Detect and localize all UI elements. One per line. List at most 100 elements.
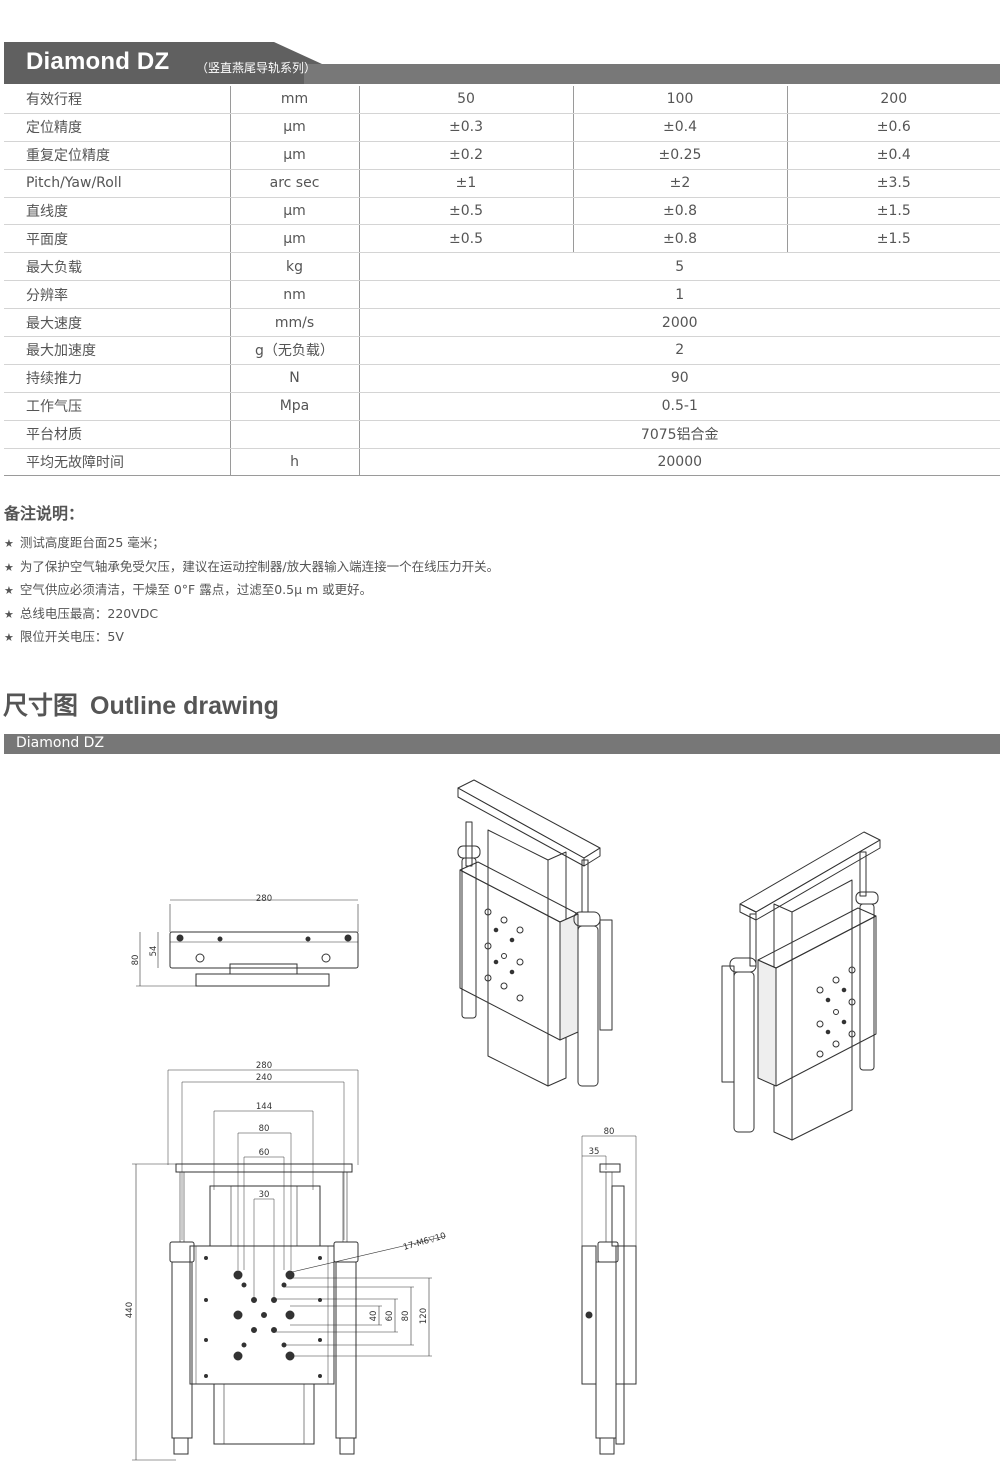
note-item: ★总线电压最高：220VDC — [4, 605, 159, 621]
dim-top-h-outer: 80 — [131, 955, 141, 966]
product-subtitle: （竖直燕尾导轨系列） — [196, 61, 317, 75]
dim-front: 60 — [259, 1148, 270, 1158]
spec-value: ±0.8 — [573, 224, 788, 254]
spec-value: ±0.4 — [573, 113, 788, 142]
spec-row: 平台材质 7075铝合金 — [4, 420, 1000, 449]
spec-label: 有效行程 — [4, 86, 231, 114]
star-icon: ★ — [4, 607, 14, 621]
spec-unit: μm — [230, 113, 360, 142]
spec-value: ±1 — [359, 169, 574, 198]
spec-value: ±1.5 — [787, 197, 1000, 226]
spec-label: 直线度 — [4, 197, 231, 226]
spec-value: ±1.5 — [787, 224, 1000, 254]
dim-front: 440 — [125, 1302, 135, 1318]
product-title: Diamond DZ — [26, 48, 170, 75]
star-icon: ★ — [4, 631, 14, 644]
drawing-bar: Diamond DZ — [4, 734, 1000, 754]
spec-label: 平面度 — [4, 224, 231, 254]
spec-unit: N — [230, 364, 360, 393]
spec-header: Diamond DZ （竖直燕尾导轨系列） — [4, 42, 1000, 84]
spec-value: 2000 — [359, 308, 1000, 338]
spec-unit: mm/s — [230, 308, 360, 338]
spec-unit: g（无负载） — [230, 336, 360, 365]
spec-unit: nm — [230, 280, 360, 310]
spec-unit: μm — [230, 141, 360, 170]
section-title-cn: 尺寸图 — [3, 691, 79, 720]
note-item: ★为了保护空气轴承免受欠压，建议在运动控制器/放大器输入端连接一个在线压力开关。 — [4, 558, 500, 574]
section-title-en: Outline drawing — [90, 692, 279, 720]
spec-label: 重复定位精度 — [4, 141, 231, 170]
note-item: ★测试高度距台面25 毫米； — [4, 535, 165, 550]
spec-unit: μm — [230, 197, 360, 226]
dim-front: 144 — [256, 1102, 272, 1112]
spec-label: 平台材质 — [4, 420, 231, 449]
spec-label: 定位精度 — [4, 113, 231, 142]
spec-unit: kg — [230, 252, 360, 282]
spec-value: 1 — [359, 280, 1000, 310]
dim-front: 60 — [385, 1311, 395, 1322]
spec-unit: arc sec — [230, 169, 360, 198]
spec-value: 2 — [359, 336, 1000, 365]
spec-value: ±0.8 — [573, 197, 788, 226]
spec-value: ±0.3 — [359, 113, 574, 142]
spec-value: ±0.4 — [787, 141, 1000, 170]
dim-top-h-inner: 54 — [149, 946, 159, 957]
dim-top-width: 280 — [256, 894, 272, 904]
spec-value: 50 — [359, 86, 574, 114]
spec-label: 持续推力 — [4, 364, 231, 393]
outline-section-title: 尺寸图 Outline drawing — [3, 686, 279, 722]
spec-label: 最大负载 — [4, 252, 231, 282]
dim-front: 40 — [369, 1311, 379, 1322]
dim-front: 30 — [259, 1190, 270, 1200]
spec-value: 90 — [359, 364, 1000, 393]
spec-value: 7075铝合金 — [359, 420, 1000, 449]
spec-value: ±2 — [573, 169, 788, 198]
spec-label: 平均无故障时间 — [4, 448, 231, 477]
spec-value: ±0.5 — [359, 224, 574, 254]
spec-label: 最大加速度 — [4, 336, 231, 365]
spec-value: ±0.2 — [359, 141, 574, 170]
notes-list: ★测试高度距台面25 毫米； ★为了保护空气轴承免受欠压，建议在运动控制器/放大… — [4, 534, 499, 652]
spec-value: ±0.5 — [359, 197, 574, 226]
isometric-view-2 — [721, 831, 881, 1141]
dim-front: 80 — [259, 1124, 270, 1134]
star-icon: ★ — [4, 584, 14, 597]
star-icon: ★ — [4, 537, 14, 550]
spec-label: Pitch/Yaw/Roll — [4, 169, 231, 198]
note-item: ★限位开关电压：5V — [4, 629, 124, 644]
spec-unit — [230, 420, 360, 449]
front-view — [132, 1069, 447, 1461]
spec-value: 0.5-1 — [359, 392, 1000, 421]
spec-unit: h — [230, 448, 360, 477]
spec-unit: μm — [230, 224, 360, 254]
spec-label: 分辨率 — [4, 280, 231, 310]
dim-side: 35 — [589, 1147, 600, 1157]
notes-title: 备注说明： — [4, 504, 85, 523]
dim-side: 80 — [604, 1127, 615, 1137]
header-shape — [4, 42, 1000, 84]
spec-value: ±3.5 — [787, 169, 1000, 198]
dim-front: 120 — [419, 1308, 429, 1324]
spec-value: 200 — [787, 86, 1000, 114]
spec-value: 20000 — [359, 448, 1000, 477]
spec-unit: mm — [230, 86, 360, 114]
isometric-view-1 — [457, 779, 613, 1087]
dim-front: 240 — [256, 1073, 272, 1083]
spec-value: ±0.25 — [573, 141, 788, 170]
spec-value: 5 — [359, 252, 1000, 282]
spec-value: 100 — [573, 86, 788, 114]
spec-label: 工作气压 — [4, 392, 231, 421]
